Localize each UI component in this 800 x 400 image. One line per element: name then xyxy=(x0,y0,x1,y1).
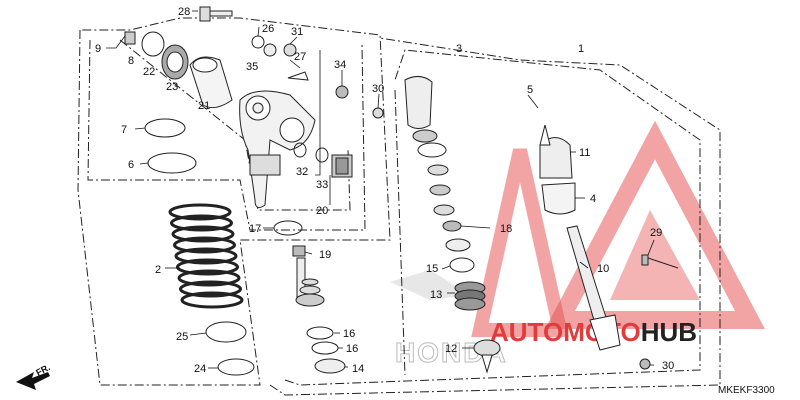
callout-16a: 16 xyxy=(343,328,355,340)
spring-coil xyxy=(174,247,238,265)
callout-18: 18 xyxy=(500,223,512,235)
callout-35: 35 xyxy=(246,61,258,73)
spring-coil xyxy=(170,214,233,232)
callout-30-top: 30 xyxy=(372,83,384,95)
part-16-washer-b xyxy=(311,341,339,355)
callout-labels: 28 26 31 9 27 8 22 35 34 23 30 21 7 6 32… xyxy=(95,6,674,375)
callout-21: 21 xyxy=(198,100,210,112)
spring-coil xyxy=(177,269,241,287)
callout-26: 26 xyxy=(262,23,274,35)
callout-29: 29 xyxy=(650,227,662,239)
callout-7: 7 xyxy=(121,124,127,136)
assembly-frames xyxy=(77,17,721,396)
part-29-bolt xyxy=(641,254,679,269)
part-33-o-ring xyxy=(315,147,329,163)
part-33-adjuster xyxy=(331,154,353,178)
svg-text:AUTO: AUTO xyxy=(490,317,563,347)
callout-5: 5 xyxy=(527,84,533,96)
part-34-washer xyxy=(335,85,349,99)
callout-25: 25 xyxy=(176,331,188,343)
callout-19: 19 xyxy=(319,249,331,261)
part-4-cap xyxy=(541,182,576,215)
callout-27: 27 xyxy=(294,51,306,63)
part-24-clip xyxy=(217,358,255,376)
part-8-cap xyxy=(124,31,136,45)
callout-8: 8 xyxy=(128,55,134,67)
callout-12: 12 xyxy=(445,343,457,355)
spring-coil xyxy=(173,236,236,254)
part-10-clevis xyxy=(566,225,621,351)
part-32-o-ring xyxy=(293,142,307,158)
part-28-bolt xyxy=(199,6,233,22)
callout-34: 34 xyxy=(334,59,346,71)
front-direction-arrow: FR. xyxy=(16,362,52,390)
callout-14: 14 xyxy=(352,363,364,375)
callout-22: 22 xyxy=(143,66,155,78)
svg-text:HUB: HUB xyxy=(641,317,697,347)
part-14-seal xyxy=(314,358,346,374)
part-30-nut-top xyxy=(372,107,384,119)
part-18-seat xyxy=(445,238,471,252)
spring-coil xyxy=(168,203,232,221)
parts-26-35-31-27 xyxy=(251,35,309,81)
callout-28: 28 xyxy=(178,6,190,18)
callout-32: 32 xyxy=(296,166,308,178)
callout-3: 3 xyxy=(456,43,462,55)
part-7-lock-ring xyxy=(144,118,186,138)
part-12-bottom-seat xyxy=(473,339,501,374)
callout-15: 15 xyxy=(426,263,438,275)
callout-20: 20 xyxy=(316,205,328,217)
callout-31: 31 xyxy=(291,26,303,38)
diagram-code: MKEKF3300 xyxy=(718,385,775,396)
part-18-washer xyxy=(442,220,462,232)
part-25-seat xyxy=(205,321,247,343)
callout-23: 23 xyxy=(166,81,178,93)
part-22-o-ring xyxy=(141,31,165,57)
spring-coil xyxy=(180,291,244,309)
callout-24: 24 xyxy=(194,363,206,375)
leader-lines xyxy=(106,10,655,369)
bump-rubber-stack xyxy=(404,76,455,216)
spring-coil xyxy=(179,280,242,298)
part-13-bellows xyxy=(454,281,486,311)
spring-coil xyxy=(171,225,235,243)
callout-4: 4 xyxy=(590,193,596,205)
callout-10: 10 xyxy=(597,263,609,275)
callout-16b: 16 xyxy=(346,343,358,355)
part-30-nut-bottom xyxy=(639,358,651,370)
callout-9: 9 xyxy=(95,43,101,55)
callout-6: 6 xyxy=(128,159,134,171)
part-2-spring xyxy=(168,203,244,309)
callout-17: 17 xyxy=(249,223,261,235)
piston-stack xyxy=(295,257,325,307)
callout-1: 1 xyxy=(578,43,584,55)
callout-13: 13 xyxy=(430,289,442,301)
part-11-bump-stop xyxy=(539,124,573,179)
part-19-nut xyxy=(292,245,306,257)
part-17-o-ring xyxy=(273,220,303,236)
part-16-washer-a xyxy=(306,326,334,340)
callout-11: 11 xyxy=(579,147,590,159)
callout-33: 33 xyxy=(316,179,328,191)
part-15-ring xyxy=(449,257,475,273)
part-6-adjust-ring xyxy=(147,152,197,174)
damper-body xyxy=(239,90,316,209)
watermark-logo xyxy=(390,120,765,337)
part-23-bladder-cap xyxy=(161,44,189,80)
part-21-bladder xyxy=(189,56,233,109)
spring-coil xyxy=(176,258,239,276)
callout-30-bottom: 30 xyxy=(662,360,674,372)
callout-2: 2 xyxy=(155,264,161,276)
